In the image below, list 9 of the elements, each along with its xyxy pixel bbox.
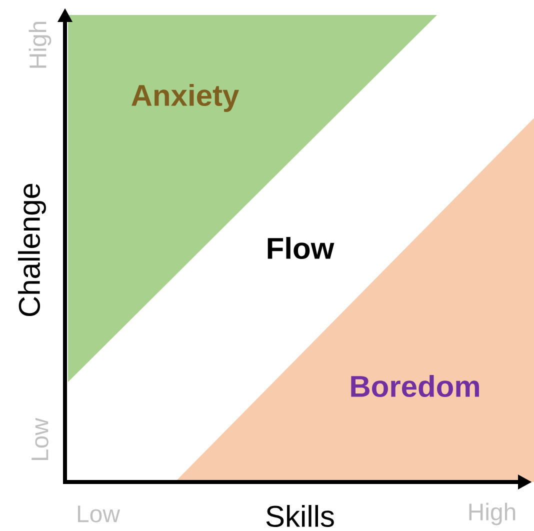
axis-tick-label: Low xyxy=(78,506,120,522)
axis-tick-label: Low xyxy=(32,418,48,460)
region-label: Flow xyxy=(268,236,334,260)
axis-tick-label: High xyxy=(28,22,52,68)
axis-title: Skills xyxy=(266,504,334,528)
region-label: Boredom xyxy=(351,374,479,398)
axis-tick-label: High xyxy=(469,502,516,526)
region-label: Anxiety xyxy=(132,84,240,112)
axis-title: Challenge xyxy=(18,184,46,316)
